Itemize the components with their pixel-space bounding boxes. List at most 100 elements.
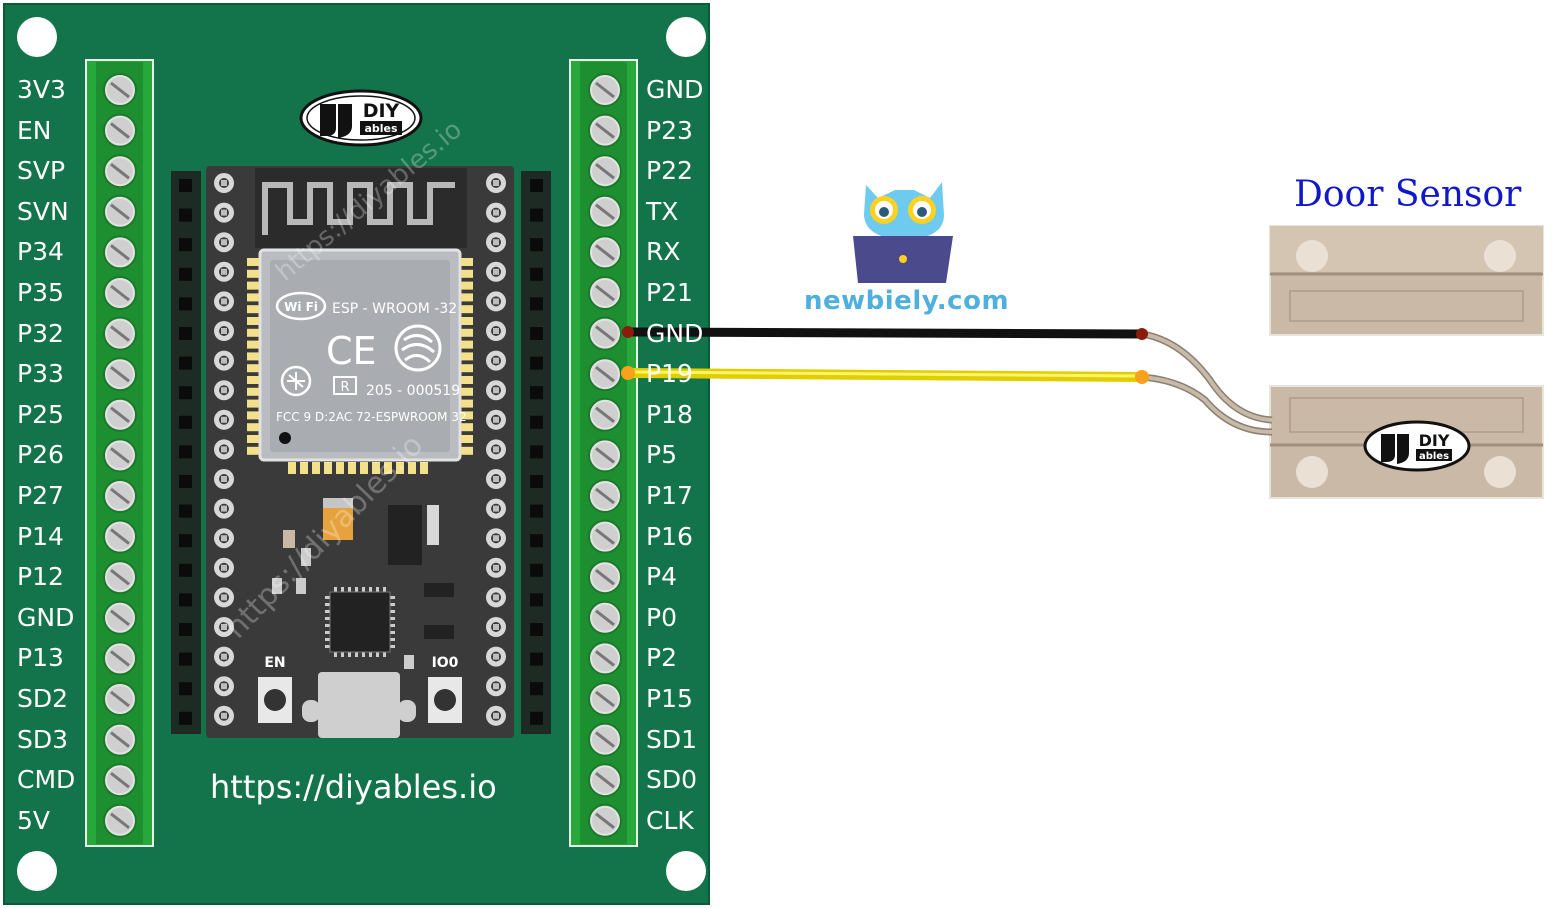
right-pin-label: GND bbox=[646, 318, 704, 348]
right-terminal-screw-icon bbox=[588, 194, 622, 229]
right-terminal-screw-icon bbox=[588, 641, 622, 676]
left-terminal-screw-icon bbox=[103, 519, 137, 554]
left-pin-label: P25 bbox=[17, 399, 64, 429]
left-terminal-screw-icon bbox=[103, 113, 137, 148]
board-pad bbox=[486, 676, 506, 697]
right-terminal-screw-icon bbox=[588, 316, 622, 351]
header-pin bbox=[179, 386, 192, 400]
left-pin-label: P26 bbox=[17, 440, 64, 470]
board-pad bbox=[214, 173, 234, 193]
board-pad bbox=[486, 232, 506, 253]
usb-chip bbox=[329, 591, 391, 653]
svg-text:ables: ables bbox=[364, 122, 398, 135]
board-pad bbox=[214, 557, 234, 578]
header-pin bbox=[179, 327, 192, 340]
board-pad bbox=[486, 409, 506, 430]
header-pin bbox=[179, 652, 192, 666]
wifi-text: Wi Fi bbox=[284, 300, 318, 314]
right-terminal-screw-icon bbox=[588, 154, 622, 189]
right-terminal-screw-icon bbox=[588, 73, 622, 107]
left-terminal-screw-icon bbox=[103, 479, 137, 513]
right-pin-label: P15 bbox=[646, 684, 693, 713]
header-pin bbox=[179, 445, 192, 459]
left-terminal-screw-icon bbox=[103, 154, 137, 189]
header-pin bbox=[530, 208, 543, 222]
en-button[interactable] bbox=[258, 677, 292, 723]
right-pin-label: GND bbox=[646, 75, 704, 104]
module-model-text: ESP - WROOM -32 bbox=[332, 301, 457, 317]
header-pin bbox=[179, 504, 192, 518]
svg-text:ables: ables bbox=[1419, 451, 1449, 462]
header-pin bbox=[530, 475, 543, 488]
board-pad bbox=[214, 321, 234, 341]
right-pin-label: P2 bbox=[646, 643, 677, 673]
board-pad bbox=[486, 380, 506, 401]
right-pin-label: TX bbox=[646, 196, 679, 226]
right-terminal-screw-icon bbox=[588, 600, 622, 635]
right-pin-label: P21 bbox=[646, 278, 693, 307]
board-pad bbox=[214, 261, 234, 282]
header-pin bbox=[179, 563, 192, 577]
espressif-logo-icon bbox=[394, 324, 442, 372]
right-pin-label: P22 bbox=[646, 156, 693, 186]
left-terminal-screw-icon bbox=[103, 682, 137, 716]
right-terminal-screw-icon bbox=[588, 357, 622, 392]
left-terminal-screw-icon bbox=[103, 235, 137, 270]
board-pad bbox=[214, 409, 234, 430]
board-pad bbox=[214, 380, 234, 401]
board-pad bbox=[486, 261, 506, 282]
board-pad bbox=[214, 646, 234, 667]
cert-mark-icon bbox=[280, 365, 312, 397]
black-wire bbox=[623, 327, 1147, 339]
left-pin-label: P33 bbox=[17, 359, 64, 389]
header-pin bbox=[530, 386, 543, 400]
header-pin bbox=[179, 682, 192, 696]
header-pin bbox=[179, 711, 192, 725]
board-pad bbox=[486, 557, 506, 578]
board-pad bbox=[486, 469, 506, 489]
right-terminal-screw-icon bbox=[588, 560, 622, 595]
left-pin-label: SVN bbox=[17, 196, 69, 226]
gnd-wire-end bbox=[1136, 328, 1148, 340]
header-pin bbox=[530, 623, 543, 636]
sensor-diyables-logo: DIY ables bbox=[1363, 420, 1471, 472]
board-pad bbox=[486, 350, 506, 371]
header-pin bbox=[530, 504, 543, 518]
right-terminal-screw-icon bbox=[588, 763, 622, 798]
mount-hole bbox=[666, 17, 706, 57]
wifi-logo-icon: Wi Fi bbox=[275, 291, 327, 321]
right-terminal-screw-icon bbox=[588, 397, 622, 432]
board-url: https://diyables.io bbox=[210, 768, 497, 806]
left-terminal-screw-icon bbox=[103, 73, 137, 107]
board-pad bbox=[214, 587, 234, 608]
header-pin bbox=[179, 267, 192, 281]
header-pin bbox=[179, 475, 192, 488]
header-pin bbox=[530, 238, 543, 252]
mount-hole bbox=[17, 17, 57, 57]
header-pin bbox=[530, 327, 543, 340]
right-pin-label: P23 bbox=[646, 115, 693, 145]
diyables-logo: DIY ables bbox=[299, 89, 423, 147]
board-pad bbox=[214, 617, 234, 637]
header-pin bbox=[179, 179, 192, 192]
usb-port[interactable] bbox=[318, 672, 400, 738]
newbiely-owl-icon bbox=[853, 182, 953, 283]
right-pin-label: P18 bbox=[646, 399, 693, 429]
cert-number: 205 - 000519 bbox=[366, 383, 460, 399]
left-pin-label: SD3 bbox=[17, 724, 69, 754]
gnd-wire-end bbox=[622, 326, 634, 338]
header-pin bbox=[530, 445, 543, 459]
io0-button[interactable] bbox=[428, 677, 462, 723]
right-terminal-screw-icon bbox=[588, 682, 622, 716]
svg-text:DIY: DIY bbox=[1419, 431, 1450, 450]
fcc-id: FCC 9 D:2AC 72-ESPWROOM 32 bbox=[276, 410, 467, 424]
newbiely-brand: newbiely.com bbox=[804, 286, 1010, 316]
left-terminal-screw-icon bbox=[103, 600, 137, 635]
left-terminal-screw-icon bbox=[103, 722, 137, 757]
header-pin bbox=[530, 415, 543, 429]
left-terminal-screw-icon bbox=[103, 276, 137, 310]
mount-hole bbox=[17, 851, 57, 891]
board-pad bbox=[486, 291, 506, 312]
board-pad bbox=[214, 705, 234, 726]
